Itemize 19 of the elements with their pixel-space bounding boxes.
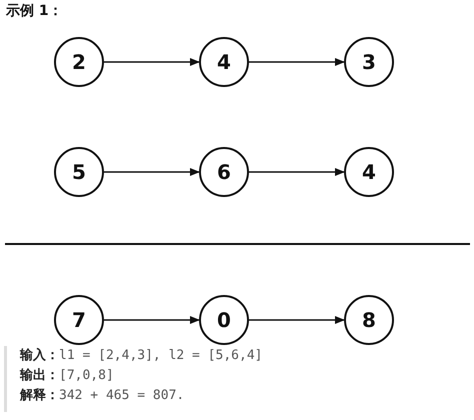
list-node-circle: 8 — [344, 295, 394, 345]
arrow — [249, 316, 345, 324]
arrow — [104, 168, 200, 176]
arrow — [249, 168, 345, 176]
code-line: 输入：l1 = [2,4,3], l2 = [5,6,4] — [20, 346, 262, 364]
list-node-circle: 0 — [199, 295, 249, 345]
list-node-circle: 6 — [199, 147, 249, 197]
arrow — [104, 316, 200, 324]
list-node-circle: 7 — [54, 295, 104, 345]
code-line: 解释：342 + 465 = 807. — [20, 387, 184, 404]
list-node-circle: 2 — [54, 37, 104, 87]
arrow — [249, 58, 345, 66]
list-node-circle: 5 — [54, 147, 104, 197]
list-node-circle: 3 — [344, 37, 394, 87]
arrow — [104, 58, 200, 66]
code-line: 输出：[7,0,8] — [20, 367, 114, 384]
list-node-circle: 4 — [344, 147, 394, 197]
title: 示例 1： — [6, 2, 63, 20]
list-node-circle: 4 — [199, 37, 249, 87]
